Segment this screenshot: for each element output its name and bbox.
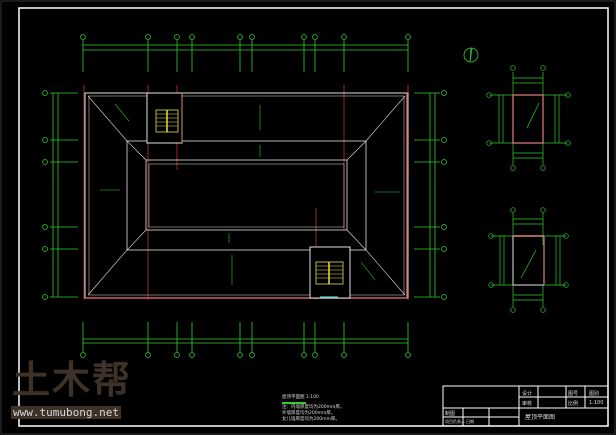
title-block-date-label: 日期 bbox=[466, 419, 474, 424]
legend-bar bbox=[282, 402, 306, 404]
north-arrow-icon bbox=[463, 47, 479, 63]
roof-plan-main bbox=[83, 85, 409, 300]
title-block-lead-label: 项目负责人 bbox=[445, 419, 465, 424]
note-line: 女儿墙厚度均为200mm厚。 bbox=[282, 417, 340, 422]
dimension-lines bbox=[42, 34, 447, 358]
note-line: 注：内墙厚度均为200mm厚。 bbox=[282, 405, 345, 410]
legend-label: 屋顶平面图 1:100 bbox=[282, 395, 319, 400]
note-line: 外墙厚度均为200mm厚。 bbox=[282, 411, 336, 416]
title-block-sheet-label: 图别 bbox=[589, 391, 600, 397]
title-block-scale-label: 比例 bbox=[568, 401, 579, 407]
stair-south bbox=[309, 246, 351, 299]
title-block bbox=[442, 385, 609, 427]
stair-roof-plan-2 bbox=[488, 207, 569, 313]
title-block-design-label: 设计 bbox=[522, 391, 533, 397]
title-block-scale-value: 1:100 bbox=[589, 400, 604, 406]
stair-north bbox=[146, 92, 183, 144]
watermark-logo: 土木帮 bbox=[12, 358, 133, 402]
sheet-frame bbox=[18, 7, 609, 427]
drawing-title: 屋顶平面图 bbox=[525, 414, 556, 421]
title-block-drawing-no-label: 图号 bbox=[568, 391, 579, 397]
watermark-url: www.tumubong.net bbox=[11, 406, 121, 419]
stair-roof-plan-1 bbox=[486, 65, 571, 171]
drawing-notes: 屋顶平面图 1:100 注：内墙厚度均为200mm厚。 外墙厚度均为200mm厚… bbox=[282, 395, 344, 423]
title-block-drafted-label: 制图 bbox=[445, 411, 456, 417]
title-block-review-label: 审核 bbox=[522, 401, 533, 407]
